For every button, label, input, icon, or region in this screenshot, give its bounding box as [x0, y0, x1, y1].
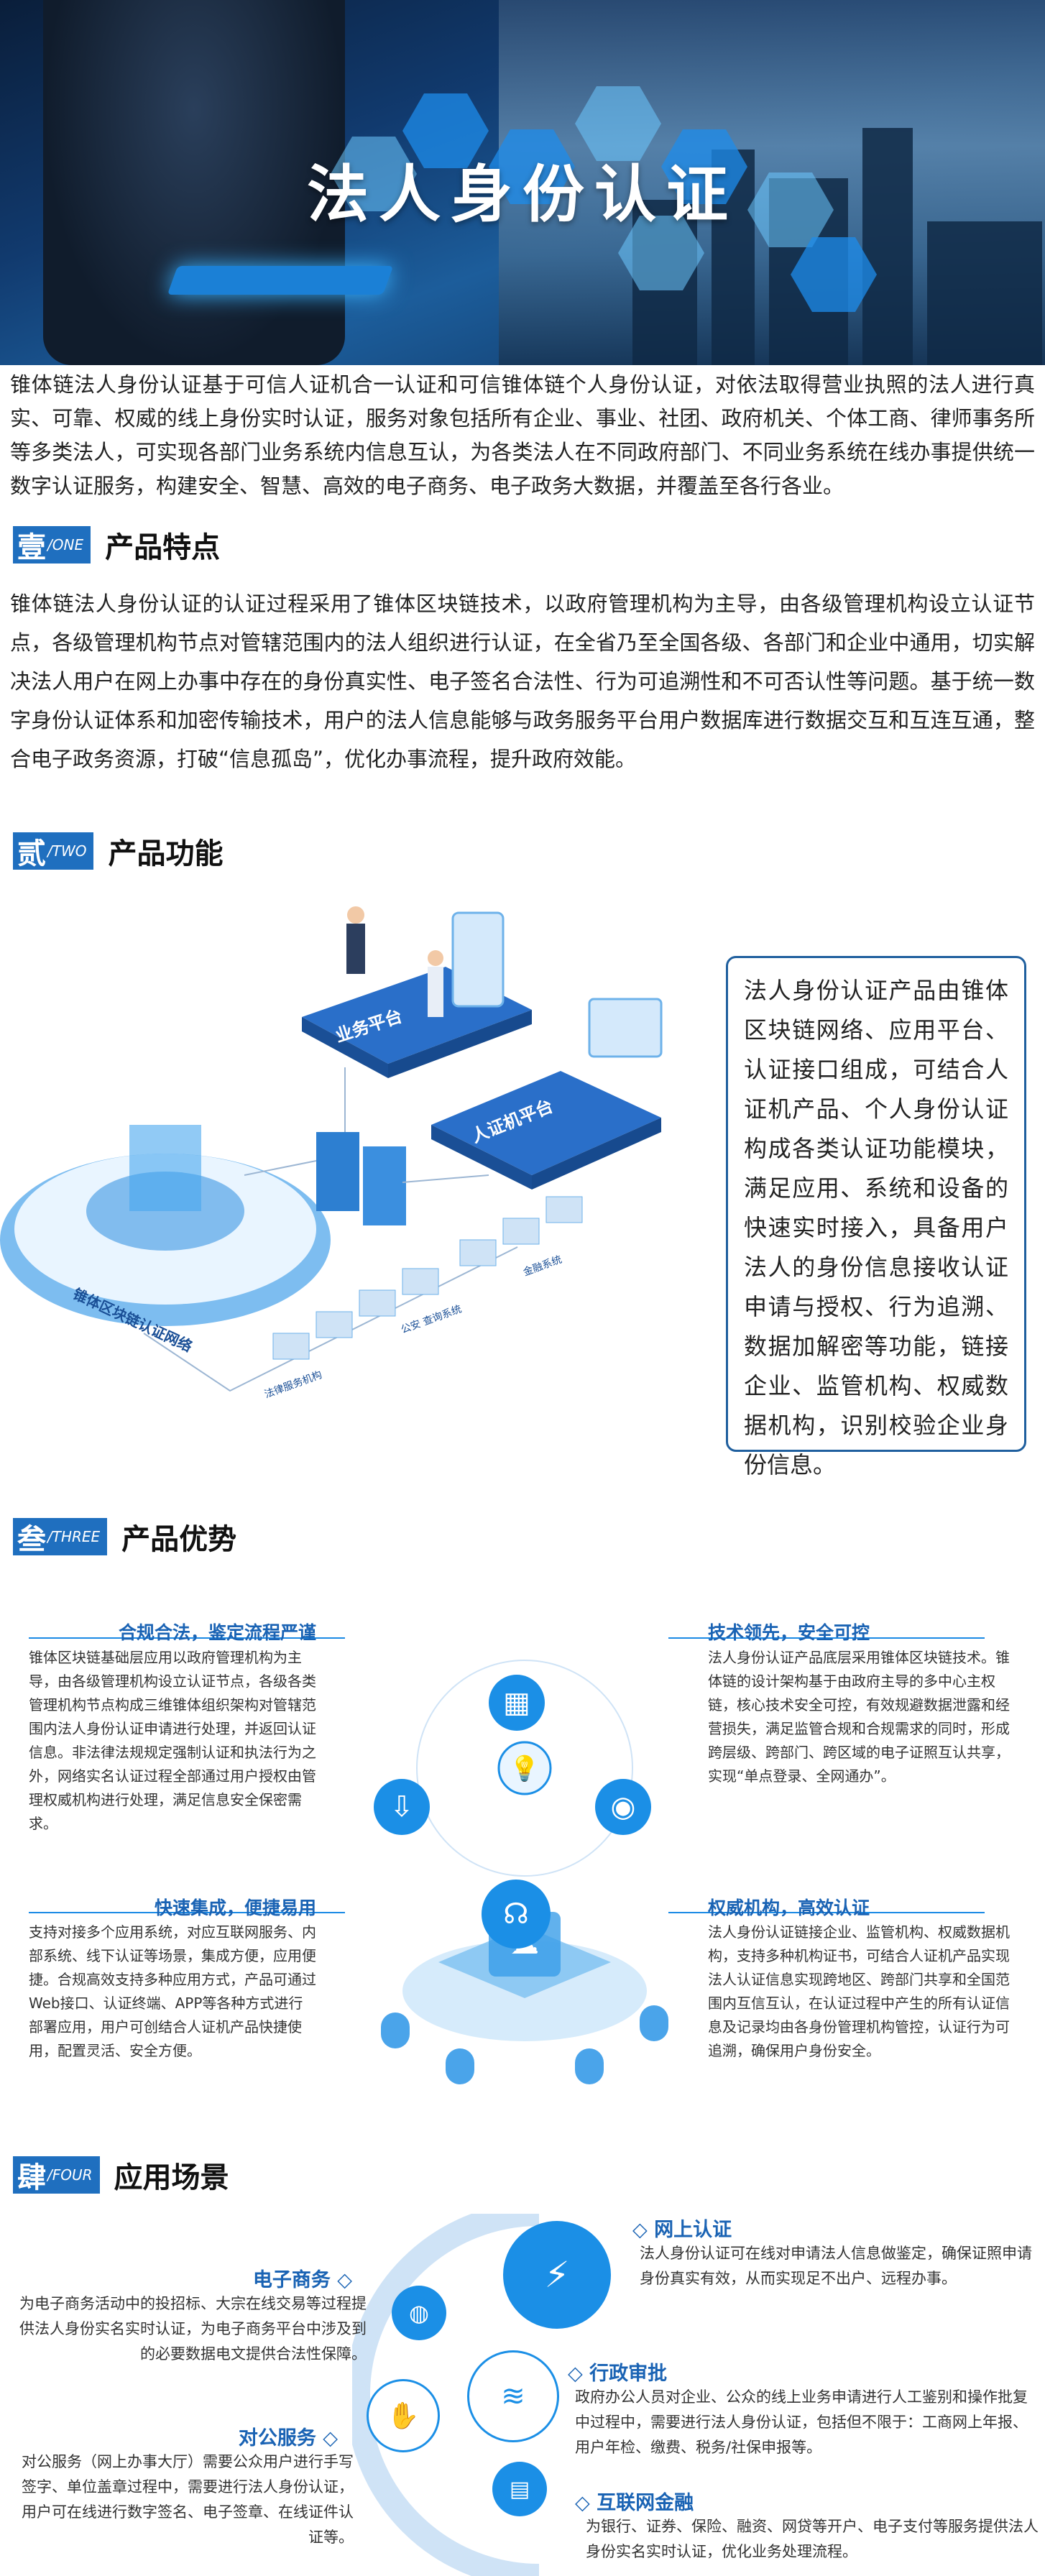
- section-header-applications: 肆 /FOUR 应用场景: [13, 2155, 229, 2195]
- bulb-glyph: 💡: [510, 1754, 540, 1783]
- person-icon: [346, 924, 365, 974]
- section-title: 产品功能: [108, 837, 224, 870]
- section-badge: 壹 /ONE: [13, 526, 91, 564]
- person-head: [347, 906, 364, 924]
- group-label: 金融系统: [522, 1254, 563, 1279]
- badge-number: 贰: [17, 837, 46, 870]
- badge-number: 壹: [17, 530, 46, 564]
- badge-english: /TWO: [47, 842, 87, 860]
- advantage-text: 法人身份认证产品底层采用锥体区块链技术。锥体链的设计架构基于由政府主导的多中心主…: [708, 1649, 1010, 1785]
- advantage-title: 快速集成，便捷易用: [154, 1898, 316, 1918]
- server-icon: [363, 1146, 406, 1225]
- server-icon: [316, 1132, 359, 1211]
- section-title: 产品优势: [121, 1523, 237, 1556]
- hero-person: [43, 0, 345, 365]
- section-badge: 肆 /FOUR: [13, 2156, 100, 2194]
- hero-tablet: [167, 266, 394, 295]
- divider-line: [29, 1637, 345, 1639]
- app-title: 对公服务 ◇: [238, 2427, 338, 2450]
- advantage-text: 法人身份认证链接企业、监管机构、权威数据机构，支持多种机构证书，可结合人证机产品…: [708, 1923, 1010, 2059]
- handshake-icon: ✋: [367, 2379, 440, 2452]
- app-text: 对公服务（网上办事大厅）需要公众用户进行手写签字、单位盖章过程中，需要进行法人身…: [22, 2453, 354, 2546]
- hero-hexagon: [618, 216, 704, 290]
- hero-hexagon: [747, 172, 834, 247]
- link-line: [402, 1174, 489, 1183]
- section-badge: 贰 /TWO: [13, 832, 94, 870]
- section-title: 应用场景: [114, 2161, 229, 2194]
- section-header-function: 贰 /TWO 产品功能: [13, 831, 223, 871]
- badge-number: 肆: [17, 2161, 46, 2194]
- section-badge: 叁 /THREE: [13, 1518, 108, 1556]
- advantages-graphic: 💡 ☁: [381, 1660, 668, 2084]
- layers-icon: ≋: [467, 2350, 559, 2442]
- hero-banner: 法人身份认证: [0, 0, 1045, 365]
- section-title: 产品特点: [105, 531, 221, 564]
- camera-icon: ◉: [595, 1779, 651, 1835]
- app-title: ◇ 网上认证: [632, 2219, 732, 2241]
- advantage-title: 技术领先，安全可控: [708, 1622, 870, 1643]
- intro-text: 锥体链法人身份认证基于可信人证机合一认证和可信锥体链个人身份认证，对依法取得营业…: [10, 372, 1035, 498]
- page-title: 法人身份认证: [307, 158, 738, 231]
- database-icon: [640, 2005, 668, 2041]
- app-text: 为电子商务活动中的投招标、大宗在线交易等过程提供法人身份实名实时认证，为电子商务…: [19, 2295, 367, 2363]
- database-icon: [381, 2012, 410, 2048]
- app-text: 政府办公人员对企业、公众的线上业务申请进行人工鉴别和操作批复中过程中，需要进行法…: [575, 2388, 1028, 2456]
- database-icon: [446, 2048, 474, 2084]
- face-platform: [431, 1071, 661, 1175]
- hero-building: [927, 221, 1042, 365]
- app-title: ◇ 行政审批: [568, 2363, 668, 2385]
- app-text: 法人身份认证可在线对申请法人信息做鉴定，确保证照申请身份真实有效，从而实现足不出…: [640, 2245, 1032, 2287]
- phone-icon: [451, 911, 505, 1008]
- database-icon: ▤: [492, 2462, 547, 2516]
- divider-line: [668, 1912, 985, 1913]
- bulb-icon: [497, 1741, 552, 1795]
- headset-icon: ☊: [482, 1880, 551, 1949]
- face-platform-side: [431, 1125, 532, 1190]
- hero-hexagon: [791, 237, 877, 312]
- link-line: [244, 1160, 317, 1176]
- arc-band: [352, 2214, 540, 2576]
- section-header-advantages: 叁 /THREE 产品优势: [13, 1517, 236, 1557]
- app-title: ◇ 互联网金融: [575, 2492, 694, 2514]
- divider-line: [668, 1637, 985, 1639]
- divider-line: [29, 1912, 345, 1913]
- advantage-title: 权威机构，高效认证: [708, 1898, 870, 1918]
- applications-graphic: [352, 2214, 540, 2576]
- business-platform-side: [388, 1010, 532, 1078]
- monitor-icon: [588, 998, 663, 1058]
- database-icon: [575, 2048, 604, 2084]
- chain-tower: [129, 1125, 201, 1211]
- function-description-box: 法人身份认证产品由锥体区块链网络、应用平台、认证接口组成，可结合人证机产品、个人…: [726, 956, 1026, 1478]
- advantage-text: 锥体区块链基础层应用以政府管理机构为主导，由各级管理机构设立认证节点，各级各类管…: [29, 1649, 316, 1832]
- business-platform-side: [302, 1017, 388, 1078]
- advantage-text: 支持对接多个应用系统，对应互联网服务、内部系统、线下认证等场景，集成方便，应用便…: [29, 1923, 316, 2059]
- section-header-features: 壹 /ONE 产品特点: [13, 525, 220, 565]
- badge-english: /ONE: [47, 536, 84, 553]
- workstation-cluster: [272, 1196, 583, 1360]
- group-label: 法律服务机构: [263, 1369, 323, 1401]
- film-icon: ▦: [489, 1675, 545, 1731]
- function-diagram: 业务平台 人证机平台 锥体区块链认证网络 法律服务机构 公安 查询系统 金融系统: [0, 906, 663, 1401]
- globe-icon: ◍: [392, 2286, 446, 2340]
- hero-building: [862, 128, 913, 365]
- app-text: 为银行、证券、保险、融资、网贷等开户、电子支付等服务提供法人身份实名实时认证，优…: [586, 2518, 1039, 2560]
- person-icon: [428, 967, 443, 1017]
- orbit-ring: [416, 1660, 633, 1877]
- group-label: 公安 查询系统: [400, 1303, 464, 1335]
- badge-english: /FOUR: [47, 2166, 93, 2184]
- face-platform-side: [532, 1118, 661, 1190]
- cloud-download-icon: ⇩: [374, 1779, 430, 1835]
- function-text: 法人身份认证产品由锥体区块链网络、应用平台、认证接口组成，可结合人证机产品、个人…: [744, 977, 1008, 1478]
- badge-number: 叁: [17, 1522, 46, 1556]
- app-title: 电子商务 ◇: [252, 2269, 352, 2291]
- advantage-title: 合规合法，鉴定流程严谨: [118, 1622, 316, 1643]
- lightning-cloud-icon: ⚡: [503, 2221, 611, 2329]
- link-line: [143, 1246, 518, 1392]
- features-text: 锥体链法人身份认证的认证过程采用了锥体区块链技术，以政府管理机构为主导，由各级管…: [10, 592, 1035, 771]
- badge-english: /THREE: [47, 1528, 101, 1545]
- person-head: [428, 950, 443, 966]
